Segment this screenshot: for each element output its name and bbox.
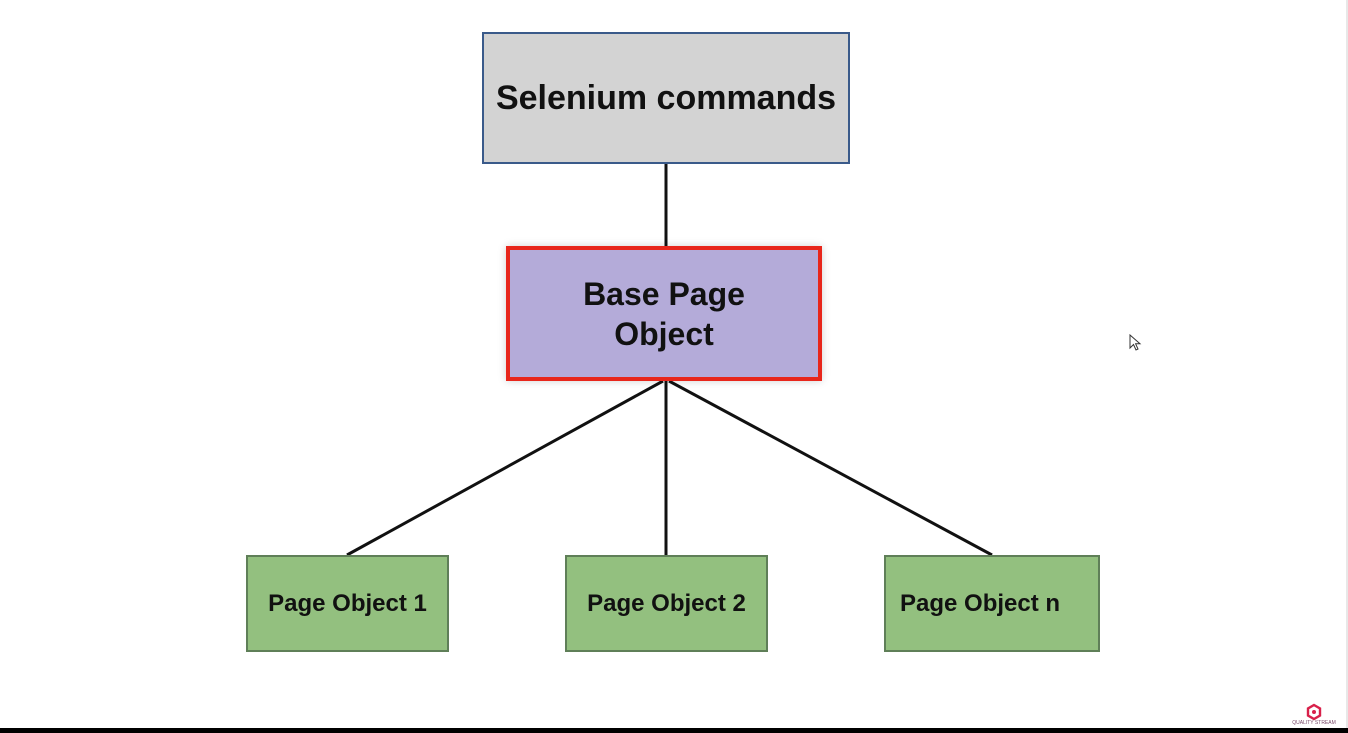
- page-object-2-label: Page Object 2: [587, 589, 746, 617]
- channel-logo-icon: [1306, 703, 1322, 721]
- bottom-bar: [0, 728, 1348, 733]
- watermark-text: QUALITY STREAM: [1292, 720, 1336, 726]
- base-page-object-label: Base Page Object: [583, 274, 745, 354]
- selenium-commands-node: Selenium commands: [482, 32, 850, 164]
- mouse-pointer-icon: [1129, 334, 1142, 351]
- window-edge: [1346, 0, 1348, 728]
- base-page-object-node: Base Page Object: [506, 246, 822, 381]
- page-object-n-node: Page Object n: [884, 555, 1100, 652]
- page-object-1-node: Page Object 1: [246, 555, 449, 652]
- page-object-n-label: Page Object n: [900, 589, 1061, 617]
- page-object-1-label: Page Object 1: [268, 589, 427, 617]
- page-object-2-node: Page Object 2: [565, 555, 768, 652]
- connector-base-to-leaf-1: [346, 379, 664, 557]
- connector-base-to-leaf-3: [668, 379, 993, 557]
- selenium-commands-label: Selenium commands: [495, 78, 837, 117]
- base-page-object-line-2: Object: [614, 315, 714, 352]
- base-page-object-line-1: Base Page: [583, 275, 745, 312]
